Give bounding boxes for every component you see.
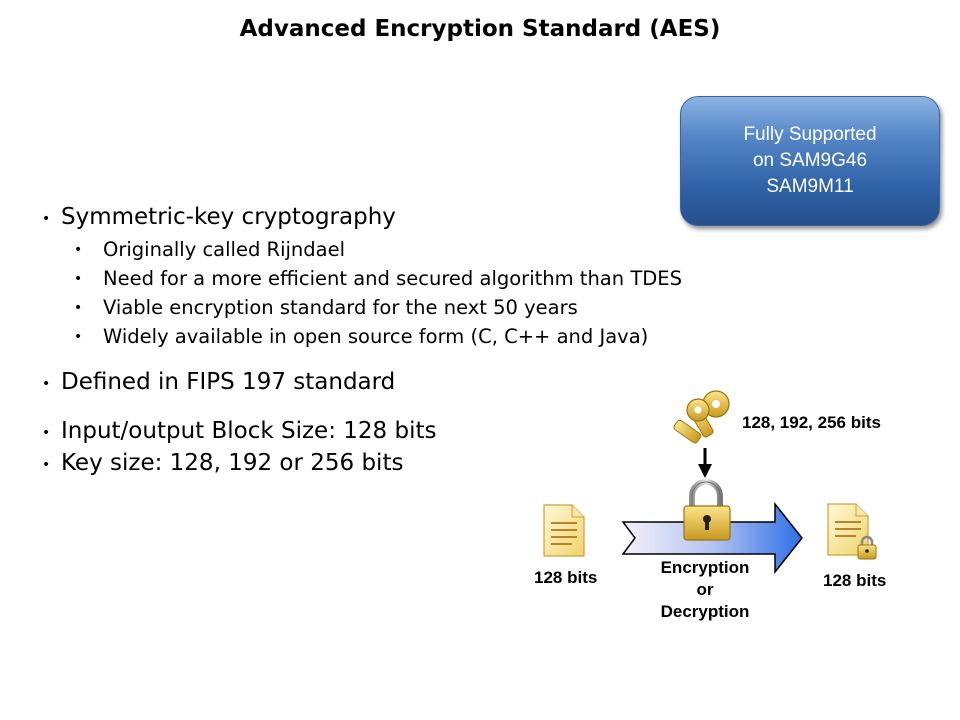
padlock-icon bbox=[683, 479, 731, 541]
bullet-item: Defined in FIPS 197 standard bbox=[61, 369, 396, 395]
bullet-marker: • bbox=[42, 457, 51, 473]
process-label-line: Decryption bbox=[660, 602, 750, 621]
bullet-item: Key size: 128, 192 or 256 bits bbox=[61, 450, 404, 476]
aes-diagram bbox=[543, 390, 877, 575]
bullet-marker: • bbox=[74, 271, 83, 287]
bullet-marker: • bbox=[42, 425, 51, 441]
callout-line: Fully Supported bbox=[743, 124, 877, 145]
sub-bullet-item: Widely available in open source form (C,… bbox=[103, 325, 649, 348]
input-size-label: 128 bits bbox=[534, 568, 598, 587]
callout-line: on SAM9G46 bbox=[752, 150, 868, 171]
document-icon bbox=[543, 504, 585, 557]
process-label-line: Encryption bbox=[660, 558, 750, 577]
bullet-marker: • bbox=[42, 376, 51, 392]
bullet-item: Symmetric-key cryptography bbox=[61, 204, 396, 230]
sub-bullet-item: Need for a more efficient and secured al… bbox=[103, 267, 682, 290]
support-callout: Fully Supported on SAM9G46 SAM9M11 bbox=[680, 96, 940, 226]
output-size-label: 128 bits bbox=[823, 571, 887, 590]
sub-bullet-item: Viable encryption standard for the next … bbox=[103, 296, 578, 319]
key-arrow bbox=[698, 448, 712, 478]
process-label-line: or bbox=[696, 580, 714, 599]
bullet-marker: • bbox=[42, 211, 51, 227]
bullet-item: Input/output Block Size: 128 bits bbox=[61, 418, 437, 444]
bullet-marker: • bbox=[74, 329, 83, 345]
sub-bullet-item: Originally called Rijndael bbox=[103, 238, 346, 261]
keys-icon bbox=[673, 390, 730, 444]
bullet-marker: • bbox=[74, 300, 83, 316]
encrypted-document-icon bbox=[827, 503, 877, 560]
slide-title: Advanced Encryption Standard (AES) bbox=[239, 16, 721, 42]
key-size-label: 128, 192, 256 bits bbox=[742, 413, 881, 432]
bullet-marker: • bbox=[74, 242, 83, 258]
callout-line: SAM9M11 bbox=[766, 176, 854, 197]
process-label: Encryption or Decryption bbox=[645, 557, 765, 623]
